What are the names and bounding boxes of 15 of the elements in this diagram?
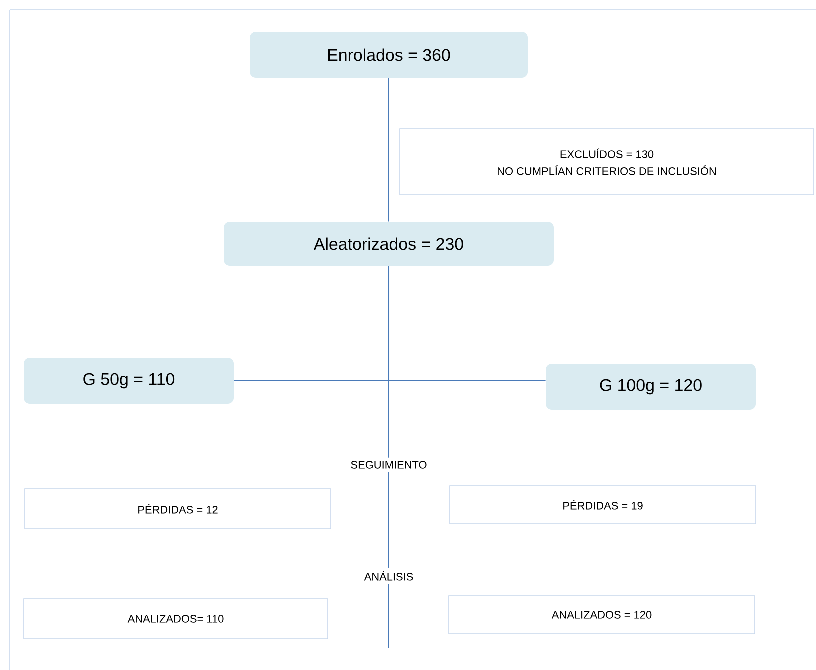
note-box: ANALIZADOS = 120 bbox=[448, 596, 756, 634]
connector-line bbox=[388, 266, 390, 458]
note-box: EXCLUÍDOS = 130 NO CUMPLÍAN CRITERIOS DE INCLUSIÓN bbox=[400, 128, 814, 196]
connector-line bbox=[388, 78, 390, 222]
process-box: G 100g = 120 bbox=[546, 364, 756, 410]
stage-label: SEGUIMIENTO bbox=[348, 458, 430, 472]
note-box: PÉRDIDAS = 12 bbox=[24, 488, 332, 530]
connector-line bbox=[388, 472, 390, 568]
process-box: Enrolados = 360 bbox=[250, 32, 528, 78]
note-box: PÉRDIDAS = 19 bbox=[450, 486, 756, 524]
connector-line bbox=[388, 584, 390, 648]
process-box: G 50g = 110 bbox=[24, 358, 234, 404]
note-box: ANALIZADOS= 110 bbox=[24, 598, 328, 640]
stage-label: ANÁLISIS bbox=[361, 568, 417, 584]
process-box: Aleatorizados = 230 bbox=[224, 222, 554, 266]
